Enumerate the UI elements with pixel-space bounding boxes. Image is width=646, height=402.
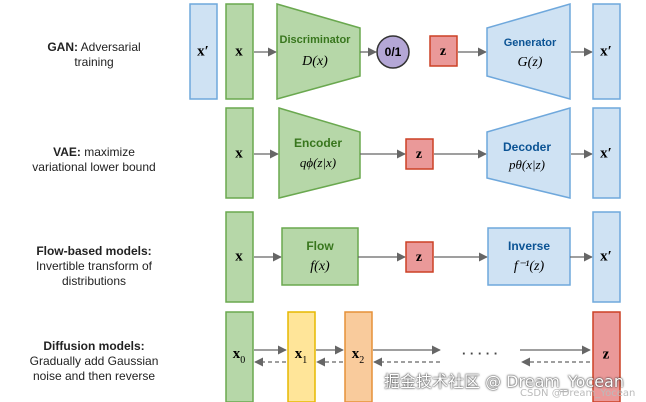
diffusion-z-label: z (603, 346, 610, 362)
gan-label-desc-1: Adversarial (80, 40, 141, 54)
flow-block (281, 227, 359, 286)
watermark-main: 掘金技术社区 @ Dream_Yocean (384, 372, 624, 391)
gan-label: GAN: Adversarial training (0, 40, 188, 70)
flow-label-desc-1: Invertible transform of (35, 259, 153, 273)
diffusion-x2-text: x (352, 346, 360, 362)
flow-z-latent (405, 241, 434, 273)
vae-encoder-fn: qϕ(z|x) (300, 155, 336, 170)
flow-x-input-label: x (235, 248, 243, 264)
gan-discriminator (276, 3, 361, 100)
diffusion-x2 (344, 311, 373, 402)
flow-x-prime-output-label: x′ (600, 248, 612, 264)
vae-decoder-fn: pθ(x|z) (508, 157, 545, 172)
gan-row: x′ x Discriminator D(x) 0/1 z Generator … (189, 3, 621, 100)
vae-x-input-label: x (235, 145, 243, 161)
vae-x-input (225, 107, 254, 199)
vae-encoder-title: Encoder (294, 136, 342, 150)
flow-inverse-title: Inverse (508, 239, 550, 253)
diffusion-x0-text: x (233, 346, 241, 362)
vae-row: x Encoder qϕ(z|x) z Decoder pθ(x|z) x′ (225, 106, 621, 199)
diffusion-x0-label: x0 (233, 346, 246, 365)
gan-discriminator-title: Discriminator (280, 34, 352, 46)
flow-label: Flow-based models: Invertible transform … (0, 244, 188, 289)
vae-z-latent-label: z (416, 147, 422, 162)
gan-output-circle (376, 35, 410, 69)
flow-label-desc-2: distributions (61, 274, 127, 288)
gan-x-input (225, 3, 254, 100)
gan-x-prime-input (189, 3, 218, 100)
gan-x-prime-output (592, 3, 621, 100)
vae-x-prime-output-label: x′ (600, 145, 612, 161)
gan-generator (486, 3, 571, 100)
diffusion-label-title: Diffusion models: (43, 339, 145, 353)
vae-label-desc-2: variational lower bound (32, 160, 156, 174)
vae-label-title: VAE: (53, 145, 81, 159)
diffusion-label-desc-1: Gradually add Gaussian (29, 354, 159, 368)
gan-z-latent-label: z (440, 44, 446, 59)
diffusion-z (592, 311, 621, 402)
gan-discriminator-fn: D(x) (301, 54, 328, 69)
vae-decoder-title: Decoder (503, 140, 551, 154)
vae-encoder (278, 106, 361, 199)
gan-output-label: 0/1 (385, 45, 402, 59)
diffusion-x2-label: x2 (352, 346, 365, 365)
diffusion-x1 (287, 311, 316, 402)
flow-inverse-block (487, 227, 571, 286)
gan-x-prime-input-label: x′ (197, 43, 209, 59)
watermark-sub: CSDN @Dream_Yocean (520, 388, 636, 399)
gan-generator-title: Generator (504, 37, 557, 49)
vae-x-prime-output (592, 107, 621, 199)
diffusion-x1-text: x (295, 346, 303, 362)
gan-label-desc-2: training (74, 55, 114, 69)
gan-label-title: GAN: (47, 40, 78, 54)
diffusion-x0 (225, 311, 254, 402)
gan-z-latent (429, 35, 458, 67)
diffusion-label: Diffusion models: Gradually add Gaussian… (0, 339, 188, 384)
diffusion-label-desc-2: noise and then reverse (32, 369, 156, 383)
gan-x-prime-output-label: x′ (600, 43, 612, 59)
flow-row: x Flow f(x) z Inverse f⁻¹(z) x′ (225, 211, 621, 303)
vae-z-latent (405, 138, 434, 170)
gan-generator-fn: G(z) (518, 55, 543, 70)
flow-inverse-fn: f⁻¹(z) (514, 259, 545, 274)
vae-label: VAE: maximize variational lower bound (0, 145, 188, 175)
flow-z-latent-label: z (416, 250, 422, 265)
flow-x-input (225, 211, 254, 303)
vae-label-desc-1: maximize (84, 145, 135, 159)
flow-block-fn: f(x) (310, 259, 330, 274)
gan-x-input-label: x (235, 43, 243, 59)
diffusion-x1-label: x1 (295, 346, 308, 365)
flow-block-title: Flow (306, 239, 334, 253)
flow-label-title: Flow-based models: (36, 244, 152, 258)
diffusion-ellipsis: · · · · · (462, 346, 498, 361)
diffusion-row: x0 x1 x2 · · · · · z (225, 311, 621, 402)
flow-x-prime-output (592, 211, 621, 303)
vae-decoder (486, 107, 571, 199)
